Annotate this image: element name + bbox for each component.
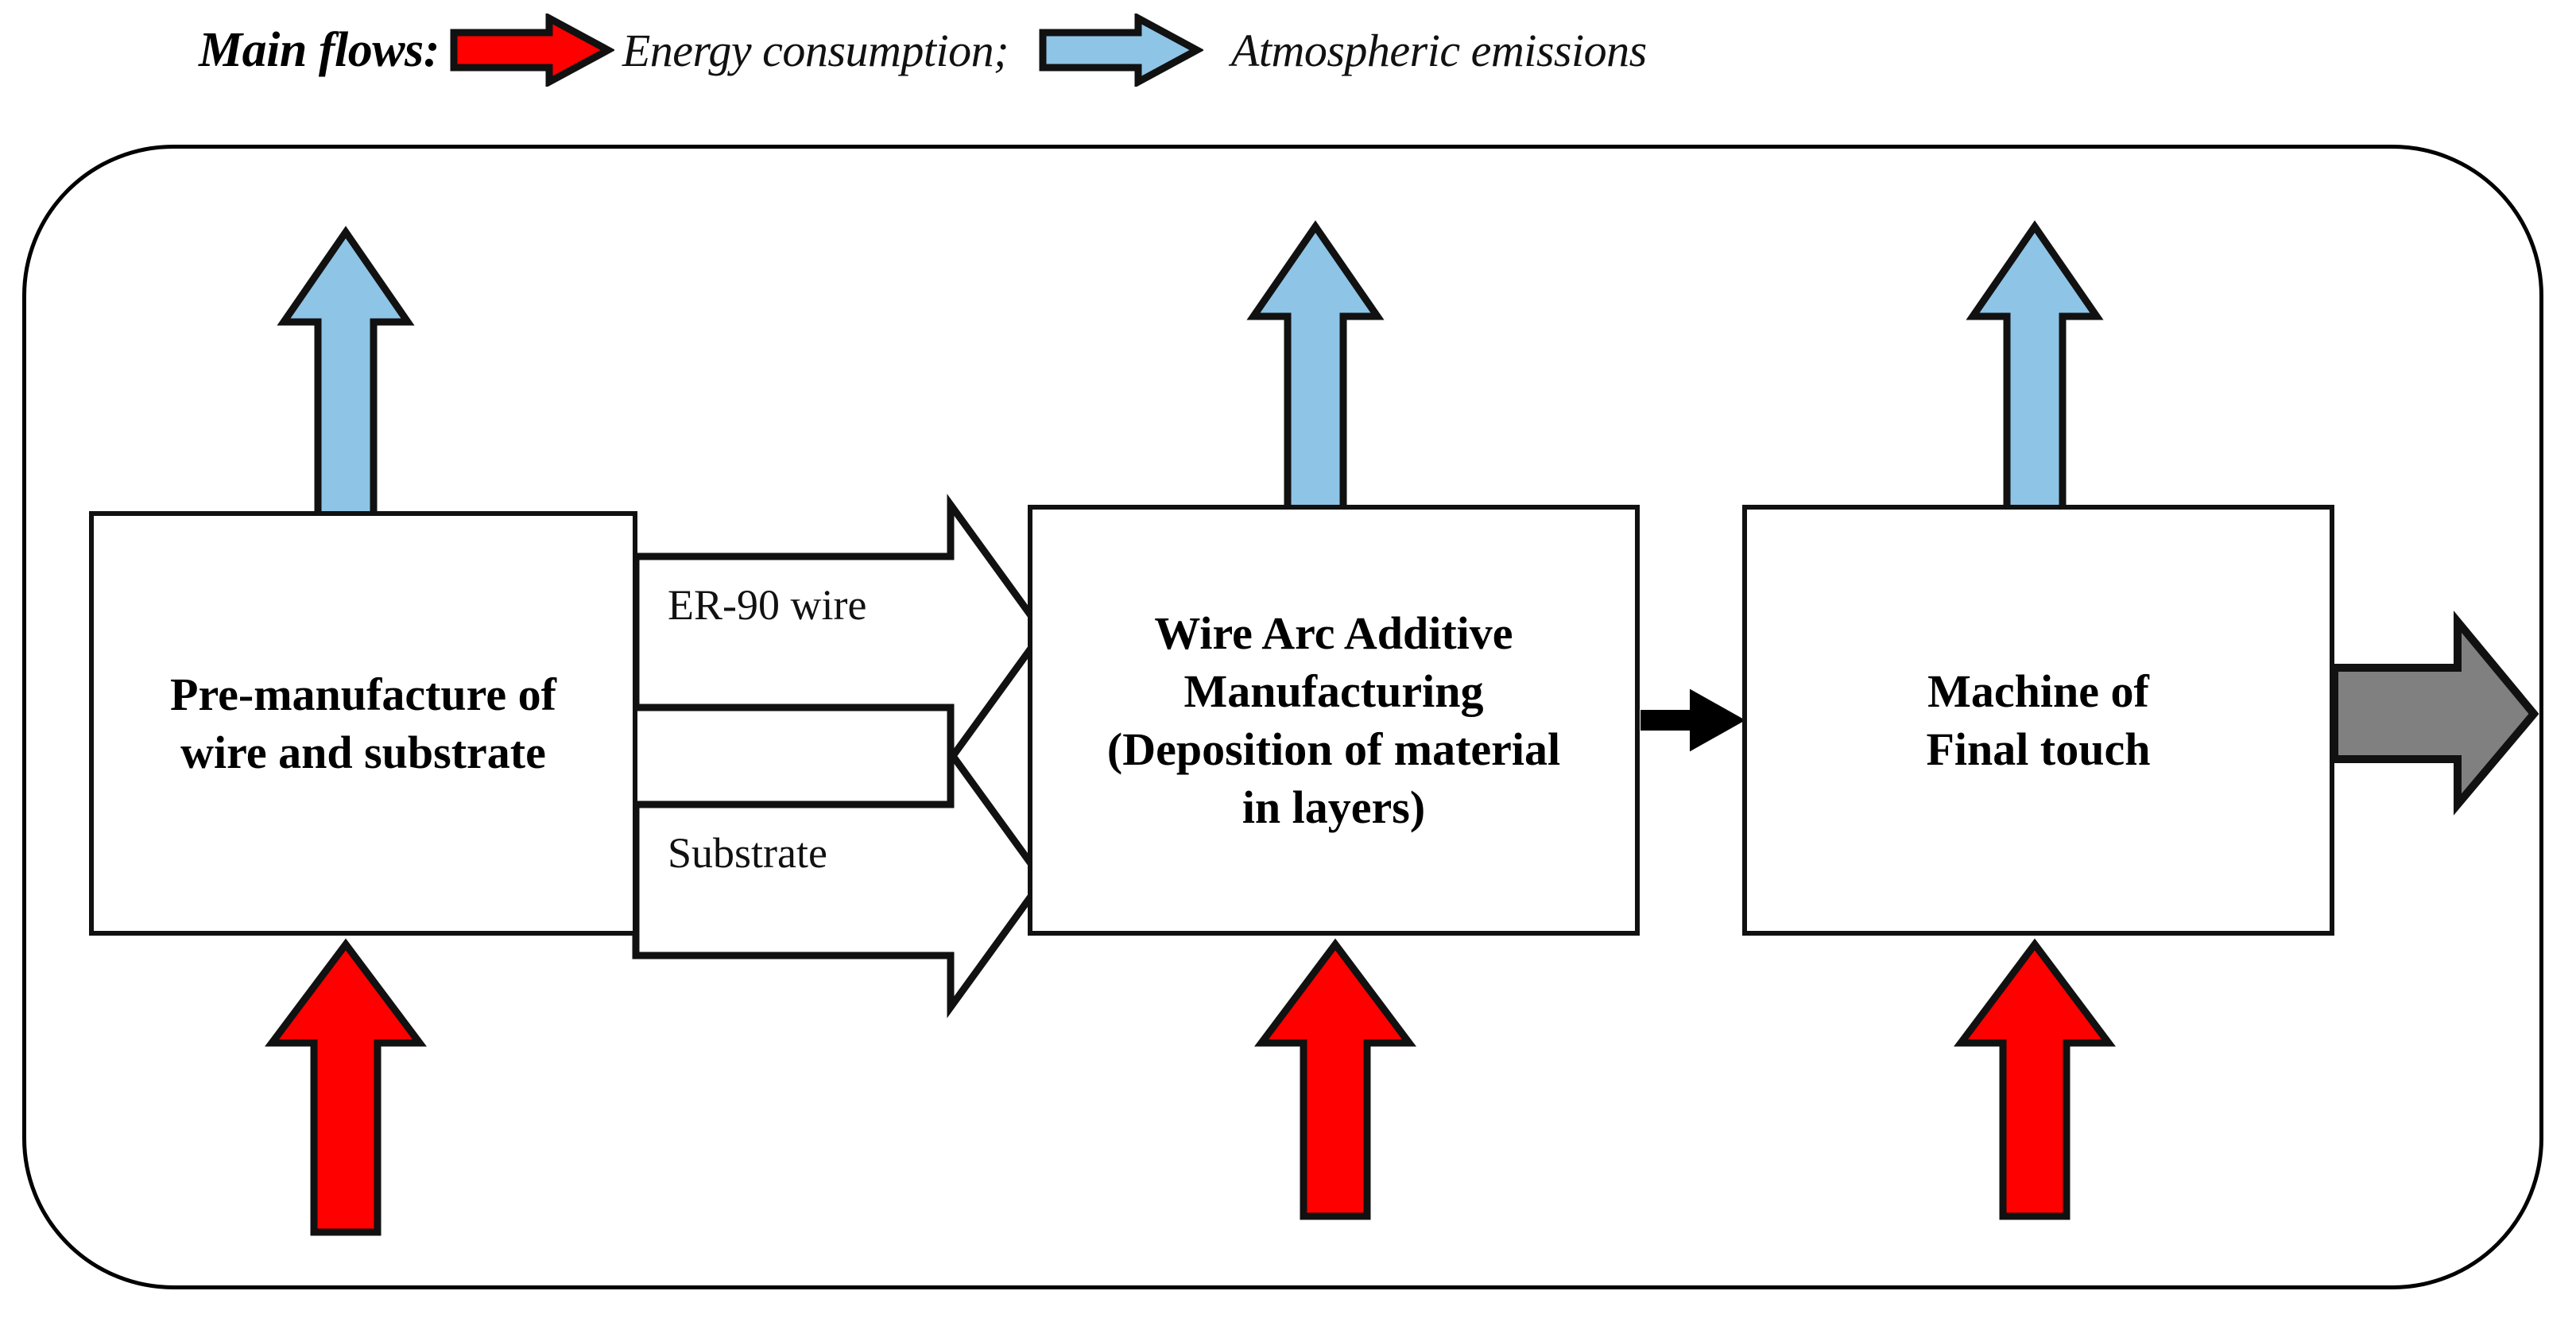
process-box-waam[interactable]: Wire Arc Additive Manufacturing (Deposit… — [1028, 505, 1640, 936]
process-box-waam-label: Wire Arc Additive Manufacturing (Deposit… — [1106, 607, 1561, 834]
process-box-machine-final-touch[interactable]: Machine of Final touch — [1742, 505, 2334, 936]
process-box-pre-manufacture-label: Pre-manufacture of wire and substrate — [170, 668, 556, 778]
legend-title: Main flows: — [199, 22, 440, 77]
system-boundary — [22, 145, 2543, 1289]
legend: Main flows: Energy consumption; Atmosphe… — [199, 6, 1647, 94]
process-box-pre-manufacture[interactable]: Pre-manufacture of wire and substrate — [89, 511, 637, 936]
flow-label-er-90-wire: ER-90 wire — [668, 581, 867, 629]
process-box-machine-final-touch-label: Machine of Final touch — [1926, 665, 2151, 775]
legend-energy-arrow-icon — [440, 14, 622, 87]
legend-energy-label: Energy consumption; — [622, 24, 1009, 76]
flow-label-substrate: Substrate — [668, 829, 827, 877]
legend-emissions-label: Atmospheric emissions — [1230, 24, 1647, 76]
legend-emissions-arrow-icon — [1009, 14, 1231, 87]
